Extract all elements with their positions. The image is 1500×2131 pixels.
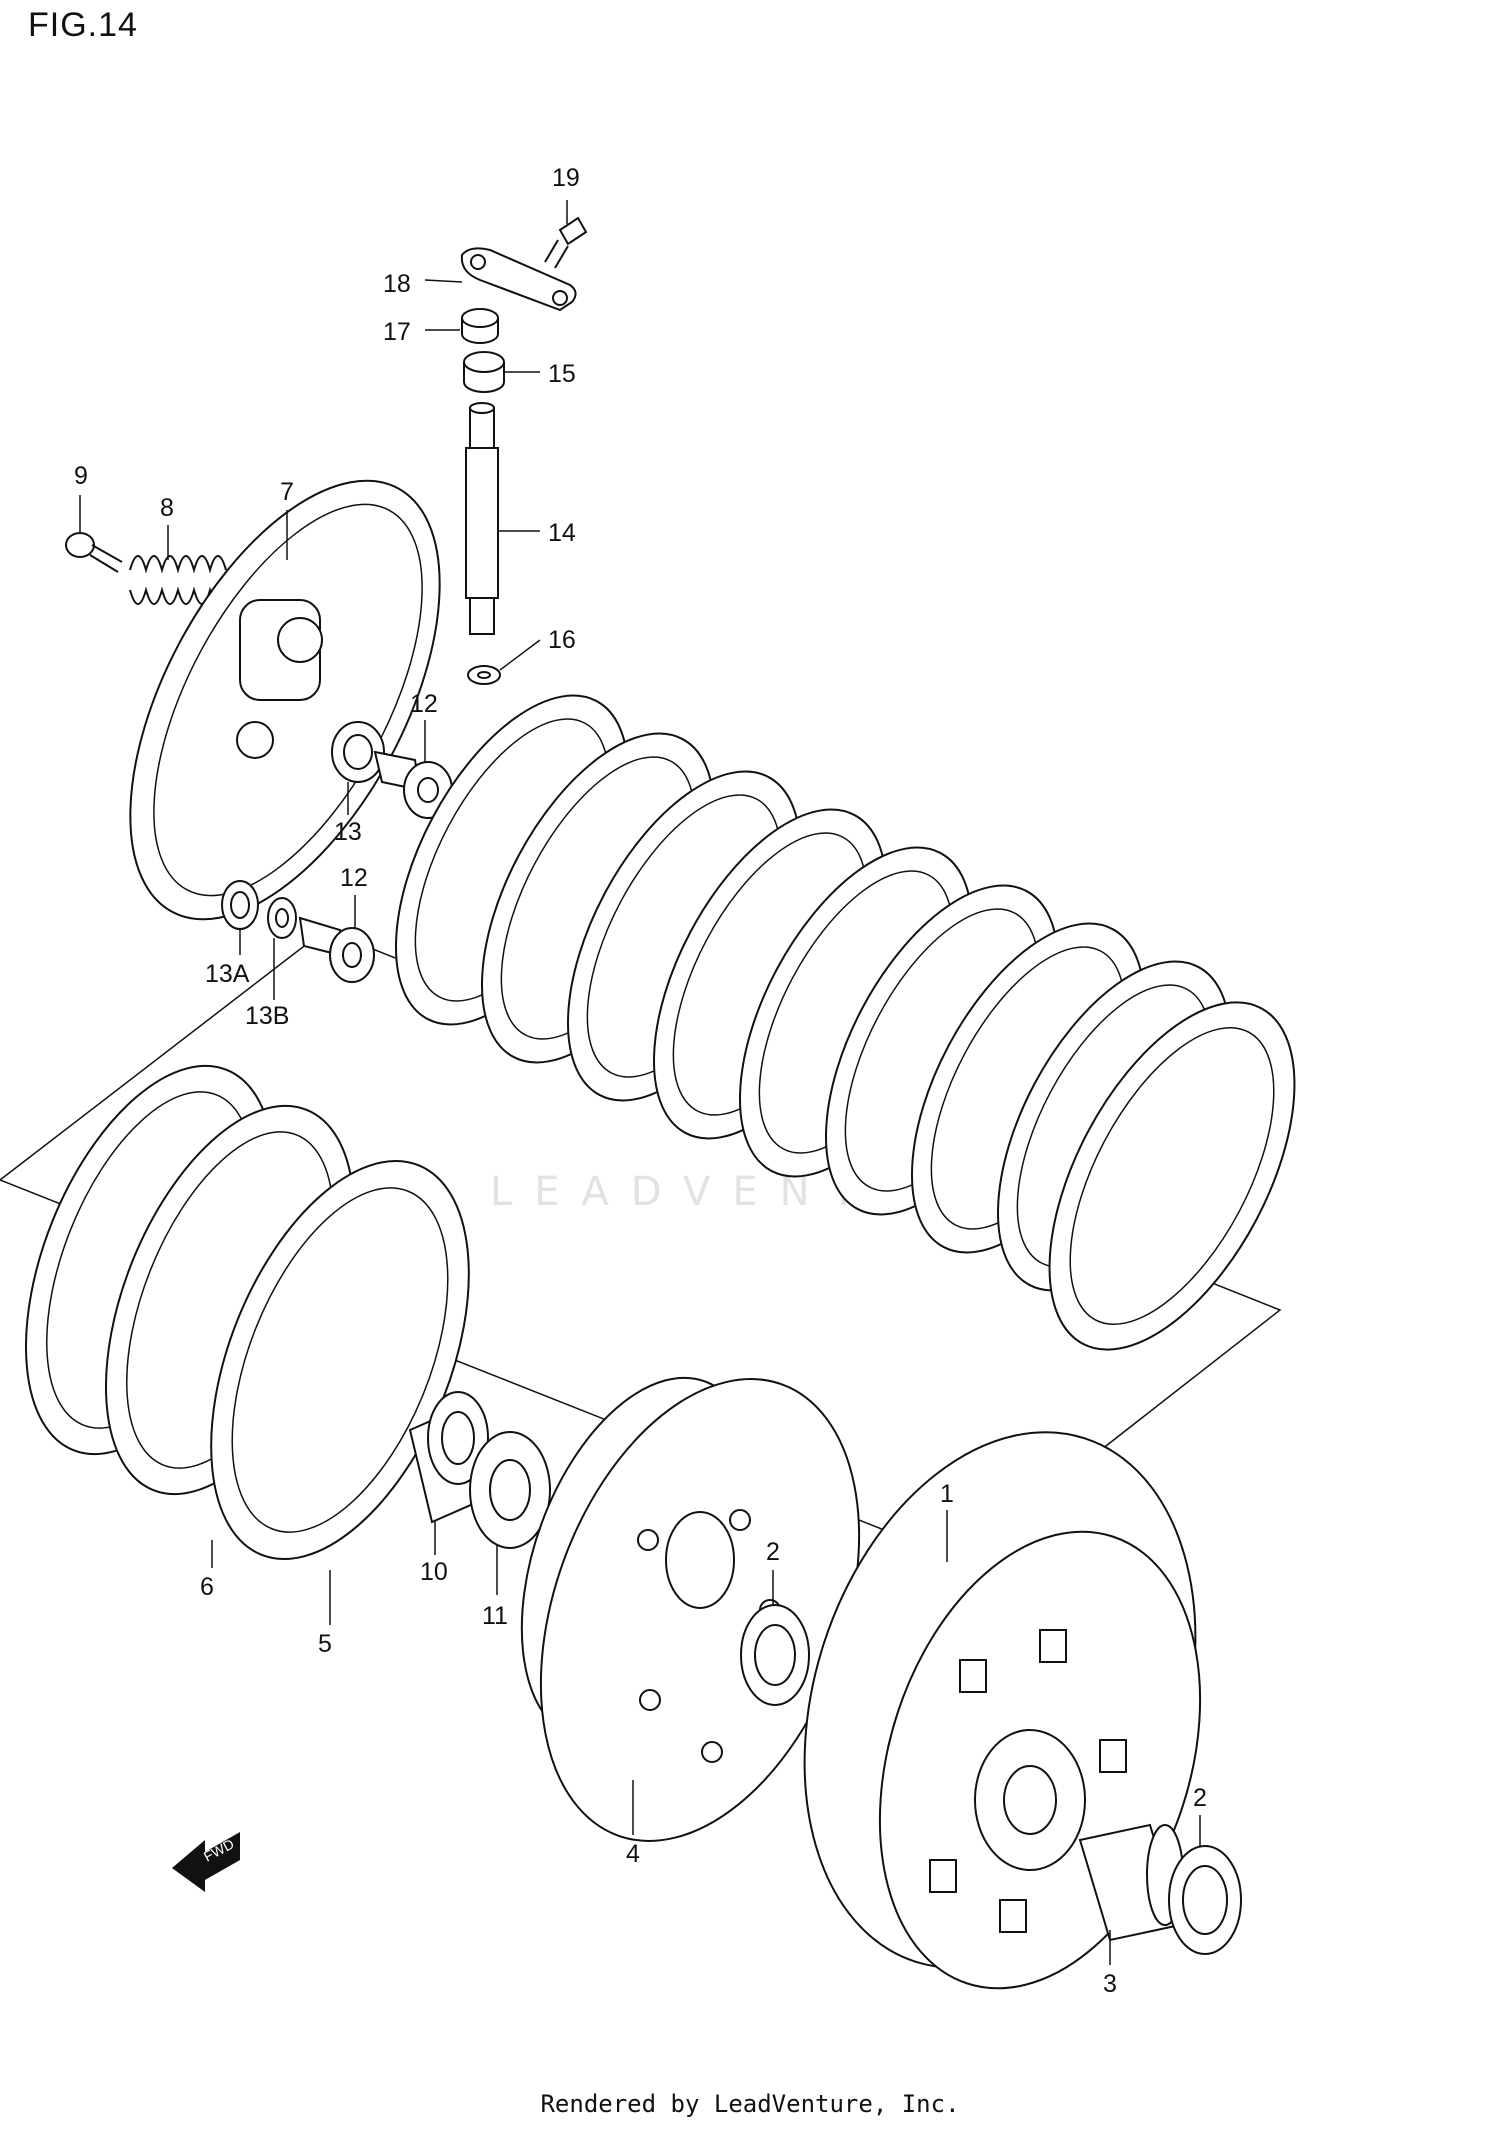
callout-17: 17 — [383, 318, 411, 346]
callout-9: 9 — [74, 462, 88, 490]
callout-19: 19 — [552, 164, 580, 192]
figure-title: FIG.14 — [28, 6, 138, 44]
callout-1: 1 — [940, 1480, 954, 1508]
clutch-sleeve-hub-4[interactable] — [476, 1335, 918, 1885]
spacer-sleeve-10[interactable] — [408, 1391, 489, 1524]
pressure-plate-7[interactable] — [66, 432, 503, 968]
callout-18: 18 — [383, 270, 411, 298]
washer-16[interactable] — [467, 665, 501, 685]
clutch-spring-8[interactable] — [129, 555, 227, 605]
callout-2-lower: 2 — [1193, 1784, 1207, 1812]
callout-4: 4 — [626, 1840, 640, 1868]
callout-11: 11 — [482, 1602, 508, 1630]
callout-12-upper: 12 — [410, 690, 438, 718]
callout-5: 5 — [318, 1630, 332, 1658]
push-piece-12-lower[interactable] — [298, 916, 375, 983]
washer-13b[interactable] — [267, 897, 297, 939]
callout-16: 16 — [548, 626, 576, 654]
callout-14: 14 — [548, 519, 576, 547]
callout-labels: 19 18 17 15 14 16 9 8 7 12 13 12 13A 13B… — [74, 164, 1207, 1998]
washer-2-upper[interactable] — [740, 1604, 810, 1706]
callout-7: 7 — [280, 478, 294, 506]
callout-3: 3 — [1103, 1970, 1117, 1998]
bearing-13[interactable] — [331, 721, 385, 783]
callout-13b: 13B — [245, 1002, 289, 1030]
callout-10: 10 — [420, 1558, 448, 1586]
thrust-washer-11[interactable] — [469, 1431, 551, 1549]
plate-stack-upper — [395, 694, 1296, 1351]
footer-credit: Rendered by LeadVenture, Inc. — [540, 2090, 960, 2118]
oil-seal-17[interactable] — [461, 308, 499, 344]
callout-12-lower: 12 — [340, 864, 368, 892]
callout-6: 6 — [200, 1573, 214, 1601]
seal-13a[interactable] — [221, 880, 259, 930]
bearing-15[interactable] — [463, 351, 505, 393]
callout-13a: 13A — [205, 960, 250, 988]
release-shaft-14[interactable] — [465, 402, 499, 635]
bolt-19[interactable] — [544, 216, 588, 269]
fwd-arrow-icon: FWD — [172, 1832, 240, 1892]
leader-lines — [79, 200, 1201, 1965]
callout-15: 15 — [548, 360, 576, 388]
callout-2-upper: 2 — [766, 1538, 780, 1566]
callout-8: 8 — [160, 494, 174, 522]
callout-13: 13 — [334, 818, 362, 846]
driven-plate-5[interactable] — [159, 1124, 520, 1596]
washer-2-lower[interactable] — [1168, 1845, 1242, 1955]
bolt-9[interactable] — [65, 532, 123, 573]
release-arm-18[interactable] — [460, 247, 577, 312]
